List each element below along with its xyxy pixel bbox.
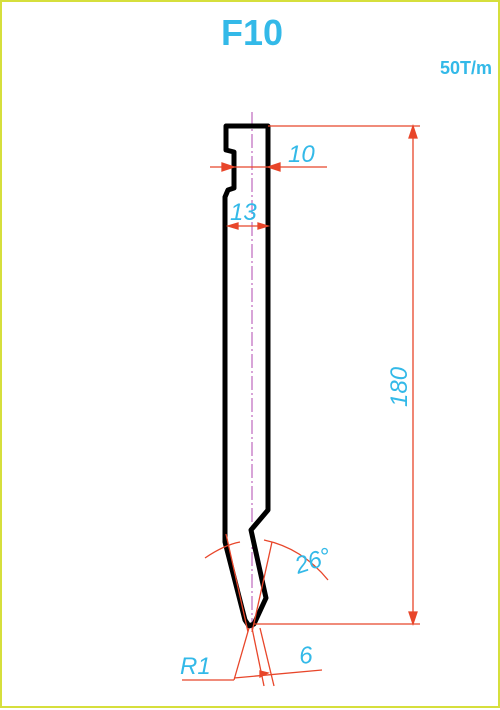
tool-title: F10 (220, 12, 284, 53)
dimension-top-width: 10 (288, 141, 315, 168)
dimension-neck-width: 13 (230, 199, 257, 226)
tonnage-label: 50T/m (439, 58, 492, 78)
dimension-height: 180 (386, 366, 413, 407)
dimension-lines (182, 123, 420, 687)
dimension-tip-width: 6 (298, 642, 315, 670)
dimension-angle: 26° (291, 543, 335, 580)
dimension-radius: R1 (180, 653, 211, 680)
